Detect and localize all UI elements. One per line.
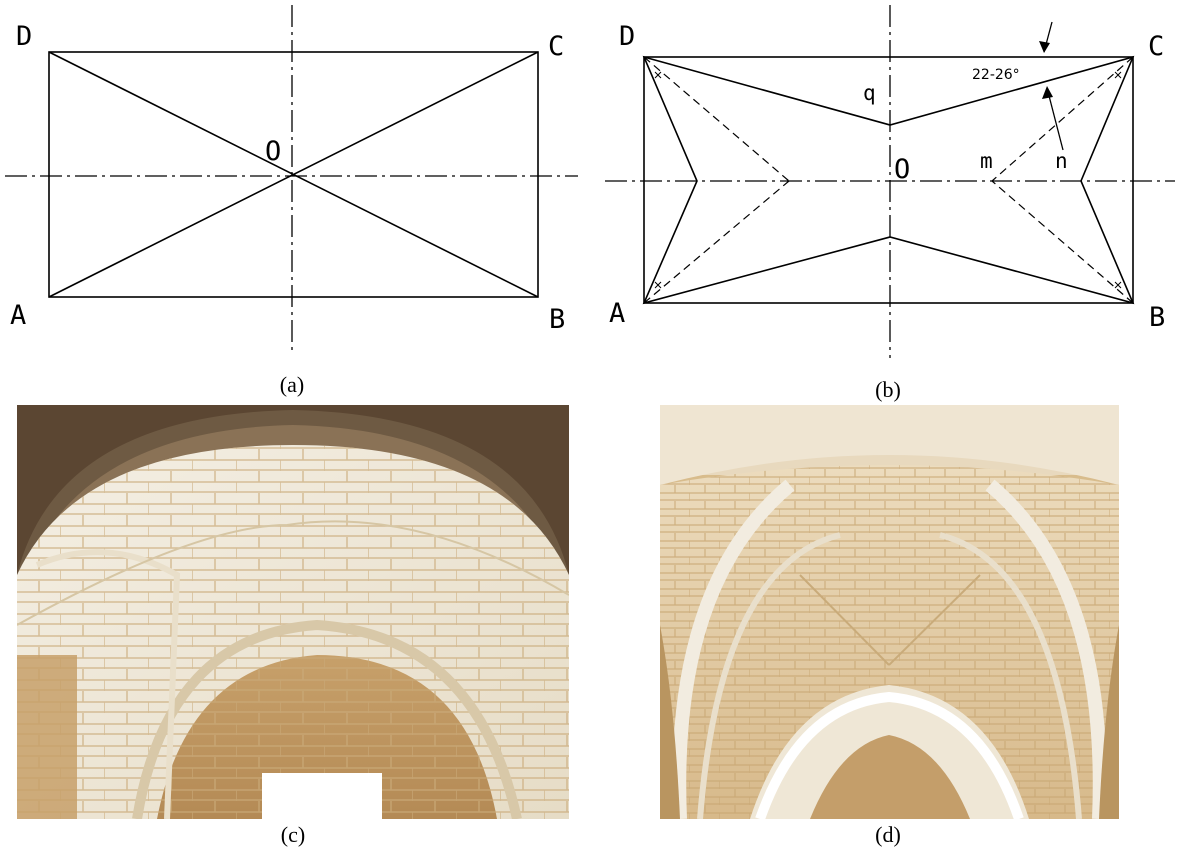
- label-d: D: [619, 21, 635, 52]
- plan-rectangle: [643, 56, 1134, 304]
- plan-rectangle: [48, 51, 539, 298]
- caption-a: (a): [279, 372, 305, 397]
- rib-d: [643, 56, 790, 182]
- label-q: q: [863, 81, 876, 105]
- label-b: B: [549, 304, 565, 335]
- angle-label: 22-26°: [972, 67, 1020, 83]
- label-n: n: [1055, 149, 1068, 173]
- label-o: O: [265, 136, 281, 167]
- label-c: C: [548, 31, 564, 62]
- diagram-a: D C A B O: [5, 5, 578, 355]
- label-a: A: [10, 300, 26, 331]
- caption-d: (d): [875, 822, 901, 847]
- label-a: A: [609, 298, 625, 329]
- caption-b: (b): [875, 377, 901, 402]
- arrowhead-bottom: [1042, 86, 1053, 99]
- photo-c: [17, 405, 569, 819]
- photo-d: [660, 405, 1119, 819]
- label-o: O: [894, 154, 910, 185]
- label-m: m: [980, 149, 993, 173]
- caption-c: (c): [280, 822, 306, 847]
- diagram-b: 22-26° D C A B O q m n: [605, 5, 1175, 358]
- star-outline: [642, 55, 1135, 305]
- angle-leader: [1046, 87, 1064, 151]
- label-b: B: [1149, 302, 1165, 333]
- rib-a: [643, 180, 790, 304]
- diagonal-bd: [48, 51, 539, 298]
- label-d: D: [16, 21, 32, 52]
- label-c: C: [1148, 31, 1164, 62]
- arrowhead-top: [1039, 41, 1050, 53]
- rib-c: [991, 56, 1134, 182]
- rib-b: [991, 180, 1134, 304]
